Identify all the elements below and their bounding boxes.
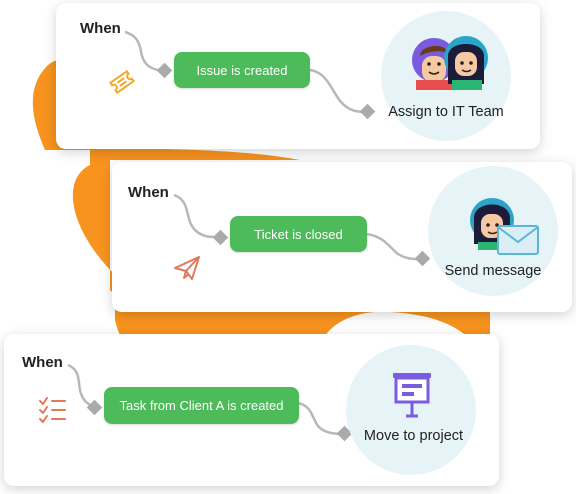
when-label: When — [16, 352, 69, 373]
trigger-pill[interactable]: Ticket is closed — [230, 216, 367, 252]
trigger-pill[interactable]: Task from Client A is created — [104, 387, 299, 424]
avatar-envelope-icon — [470, 198, 539, 255]
checklist-icon — [39, 397, 66, 423]
paper-plane-icon — [174, 256, 200, 280]
team-avatars-icon — [412, 36, 488, 90]
ticket-icon — [108, 69, 136, 95]
trigger-pill[interactable]: Issue is created — [174, 52, 310, 88]
presentation-board-icon — [393, 373, 431, 418]
action-label: Assign to IT Team — [388, 104, 504, 120]
when-label: When — [74, 18, 127, 39]
action-label: Send message — [444, 263, 542, 279]
when-label: When — [122, 182, 175, 203]
action-label: Move to project — [363, 428, 464, 444]
